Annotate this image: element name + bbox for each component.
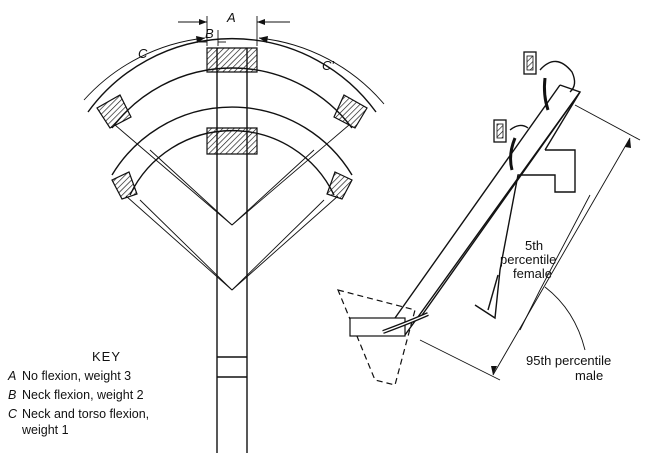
- upper-arc-band: [87, 38, 377, 129]
- key-b-text: Neck flexion, weight 2: [22, 388, 144, 402]
- key-legend: KEY A No flexion, weight 3 B Neck flexio…: [7, 349, 149, 437]
- key-title: KEY: [92, 349, 121, 364]
- female-label-line1: 5th: [525, 238, 543, 253]
- female-label-line3: female: [513, 266, 552, 281]
- male-label-line2: male: [575, 368, 603, 383]
- lower-arc-band: [111, 106, 353, 200]
- torso-column: [216, 48, 248, 453]
- lower-center-block: [206, 127, 258, 155]
- sight-lines: [114, 124, 350, 291]
- label-b: B: [205, 26, 214, 41]
- seat-outline: [336, 289, 429, 386]
- dimension-b: B: [196, 26, 226, 46]
- label-c-prime: C': [322, 58, 334, 73]
- dimension-c-prime: C': [258, 36, 385, 105]
- key-c-text-line2: weight 1: [21, 423, 69, 437]
- dimension-male: [419, 194, 591, 381]
- upper-left-block: [96, 94, 132, 129]
- eye-marker-upper: [523, 51, 576, 111]
- male-label-line1: 95th percentile: [526, 353, 611, 368]
- upper-right-block: [333, 94, 368, 129]
- label-c: C: [138, 46, 148, 61]
- eye-marker-lower: [493, 119, 529, 171]
- dimension-c: C: [83, 36, 206, 101]
- female-label-line2: percentile: [500, 252, 556, 267]
- key-b-letter: B: [8, 388, 16, 402]
- lower-left-block: [111, 171, 138, 200]
- inclined-body: [394, 84, 582, 336]
- dimension-a: A: [178, 10, 290, 46]
- dimension-female: [491, 104, 641, 376]
- key-a-letter: A: [7, 369, 16, 383]
- key-c-letter: C: [8, 407, 18, 421]
- upper-center-block: [206, 47, 258, 73]
- lower-right-block: [326, 171, 353, 200]
- label-a: A: [226, 10, 236, 25]
- right-figure: 5th percentile female 95th percentile ma…: [336, 51, 641, 386]
- left-figure: A B C C' KEY A No flexion, weight 3 B N: [7, 10, 385, 453]
- key-c-text: Neck and torso flexion,: [22, 407, 149, 421]
- key-a-text: No flexion, weight 3: [22, 369, 131, 383]
